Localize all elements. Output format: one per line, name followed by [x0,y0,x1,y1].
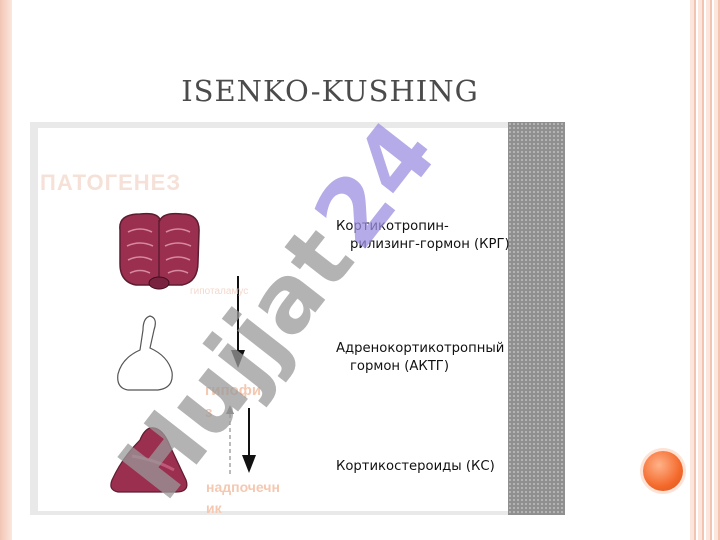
hormone-crh-line1: Кортикотропин- [336,219,449,234]
slide-right-border [690,0,720,540]
arrow-crh-down [231,276,245,368]
panel-dotted-strip [508,122,565,515]
diagram-heading: ПАТОГЕНЕЗ [40,170,182,195]
label-hypothalamus: гипоталамус [190,286,249,297]
diagram-panel [30,122,565,515]
label-pituitary-line1: гипофи [205,382,262,399]
hormone-crh-line2: рилизинг-гормон (КРГ) [350,237,510,252]
arrow-acth-down [242,408,256,473]
decorative-orb [643,451,683,491]
adrenal-gland-icon [110,427,188,493]
pituitary-icon [117,315,173,391]
diagram-panel-inner [38,128,508,511]
label-adrenal-line1: надпочечн [206,479,280,495]
hormone-acth-line2: гормон (АКТГ) [350,359,449,374]
hormone-corticosteroids: Кортикостероиды (КС) [336,459,495,474]
label-pituitary-line2: з [205,404,213,421]
slide-title: ISENKO-KUSHING [181,74,479,108]
slide-left-border [0,0,12,540]
label-adrenal-line2: ик [206,500,222,516]
arrow-feedback-dashed [226,405,234,474]
hypothalamus-brain-icon [119,212,200,290]
hormone-acth-line1: Адренокортикотропный [336,341,505,356]
